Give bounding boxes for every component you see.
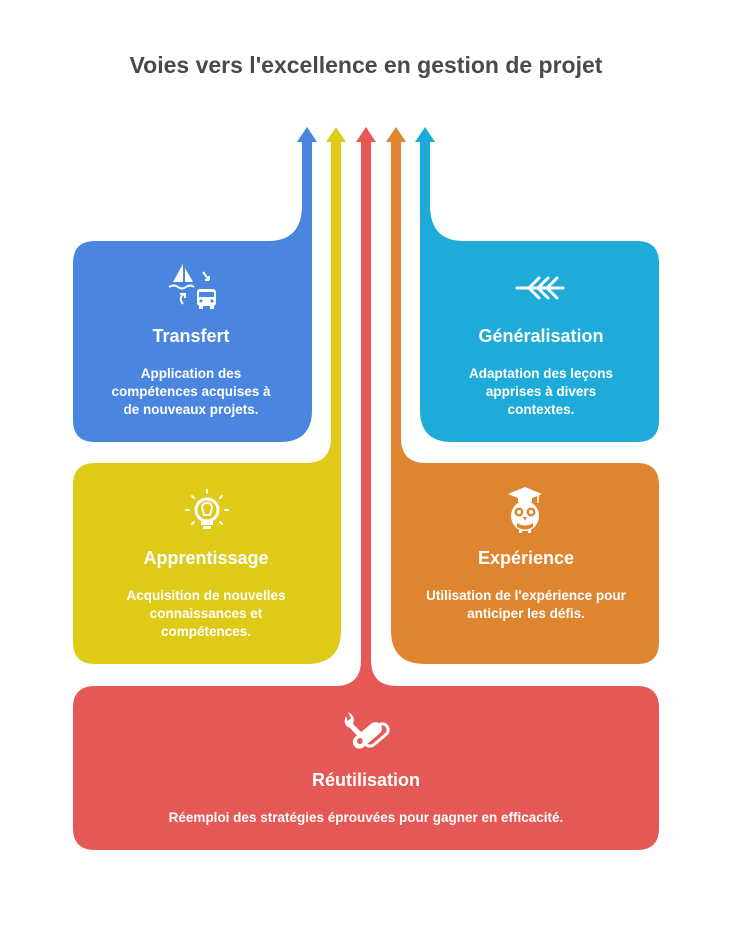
generalisation-card: Généralisation Adaptation des leçons app… [430,326,652,419]
page-title: Voies vers l'excellence en gestion de pr… [129,52,603,78]
reutilisation-shape [73,127,659,850]
generalisation-desc-line: apprises à divers [485,384,597,399]
transfert-desc-line: de nouveaux projets. [123,402,259,417]
apprentissage-description: Acquisition de nouvelles connaissances e… [80,587,332,641]
generalisation-desc-line: Adaptation des leçons [468,366,614,381]
wrench-chain-icon [344,712,390,749]
apprentissage-desc-line: connaissances et [149,606,263,621]
reutilisation-title: Réutilisation [311,770,420,790]
reutilisation-description: Réemploi des stratégies éprouvées pour g… [80,809,652,827]
transfert-description: Application des compétences acquises à d… [80,365,302,419]
experience-title: Expérience [477,548,575,568]
apprentissage-desc-line: compétences. [160,624,252,639]
experience-desc-line: Utilisation de l'expérience pour [426,588,626,603]
experience-card: Expérience Utilisation de l'expérience p… [400,548,652,623]
generalisation-description: Adaptation des leçons apprises à divers … [430,365,652,419]
transfert-title: Transfert [152,326,230,346]
experience-description: Utilisation de l'expérience pour anticip… [400,587,652,623]
reutilisation-card: Réutilisation Réemploi des stratégies ép… [80,770,652,827]
transfert-desc-line: compétences acquises à [111,384,271,399]
experience-shape [386,127,659,664]
reutilisation-desc-line: Réemploi des stratégies éprouvées pour g… [168,810,564,825]
lightbulb-icon [185,489,229,529]
generalisation-title: Généralisation [478,326,604,346]
apprentissage-title: Apprentissage [143,548,269,568]
transfert-card: Transfert Application des compétences ac… [80,326,302,419]
transfert-shape [73,127,317,442]
generalisation-desc-line: contextes. [507,402,575,417]
apprentissage-desc-line: Acquisition de nouvelles [126,588,286,603]
arrow-left-icon [515,276,565,300]
boat-bus-transfer-icon [168,264,216,309]
apprentissage-shape [73,127,346,664]
apprentissage-card: Apprentissage Acquisition de nouvelles c… [80,548,332,641]
owl-graduate-icon [508,487,542,533]
experience-desc-line: anticiper les défis. [467,606,585,621]
generalisation-shape [415,127,659,442]
transfert-desc-line: Application des [140,366,242,381]
